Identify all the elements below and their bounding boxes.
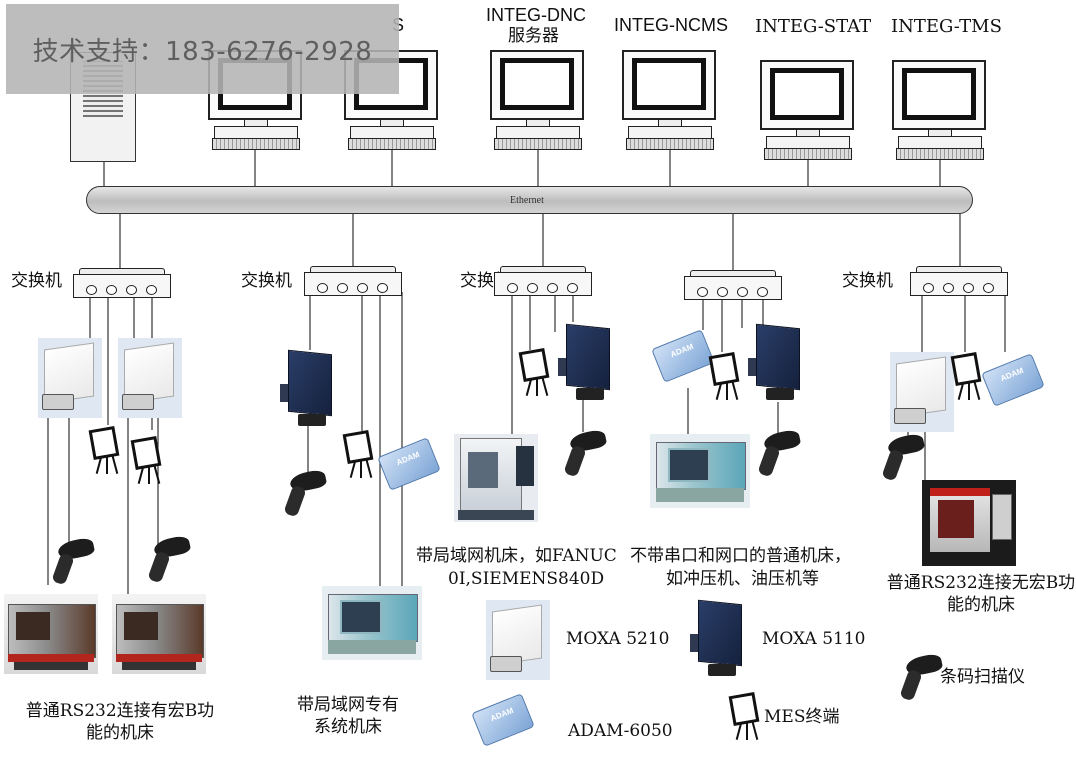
barcode-scanner-icon [50, 536, 96, 586]
barcode-scanner-icon [880, 432, 926, 482]
legend-label-scanner: 条码扫描仪 [940, 667, 1025, 687]
barcode-scanner-icon [562, 428, 608, 478]
legend-label-adam-6050: ADAM-6050 [568, 721, 673, 741]
ethernet-bus [86, 186, 973, 214]
group-label-lan-dedicated: 带局域网专有系统机床 [297, 695, 399, 737]
legend-label-moxa-5210: MOXA 5210 [566, 629, 670, 649]
adam-module-icon: ADAM [980, 350, 1046, 410]
legend-moxa-5110-icon [690, 594, 748, 684]
group-label-no-port-1: 不带串口和网口的普通机床， [630, 546, 851, 566]
adam-module-icon: ADAM [650, 326, 716, 386]
network-switch-icon [494, 266, 592, 296]
server-label-ncms: INTEG-NCMS [614, 15, 728, 35]
server-label-tms: INTEG-TMS [891, 16, 1002, 37]
moxa-5210-icon [38, 338, 102, 418]
turning-center-image [650, 434, 750, 508]
barcode-scanner-icon [146, 534, 192, 584]
barcode-scanner-icon [282, 468, 328, 518]
network-switch-icon [304, 266, 402, 296]
group-label-rs232-no-macro-b: 普通RS232连接无宏B功能的机床 [886, 573, 1076, 615]
server-label-dnc-sub: 服务器 [508, 26, 559, 46]
vertical-machining-center-image [454, 434, 538, 522]
computer-tms-icon [892, 60, 988, 160]
cnc-lathe-image [112, 594, 206, 674]
server-label-stat: INTEG-STAT [755, 16, 872, 37]
turning-center-image [322, 586, 422, 660]
legend-adam-icon: ADAM [470, 690, 536, 750]
computer-ncms-icon [622, 50, 718, 150]
group-label-rs232-macro-b: 普通RS232连接有宏B功能的机床 [25, 701, 215, 743]
network-switch-icon [73, 268, 171, 298]
legend-label-mes: MES终端 [764, 707, 840, 727]
mes-terminal-icon [708, 351, 742, 402]
mes-terminal-icon [342, 429, 376, 480]
mes-terminal-icon [950, 351, 984, 402]
legend-mes-terminal-icon [728, 691, 762, 742]
switch-label: 交换机 [842, 271, 893, 291]
mes-terminal-icon [130, 435, 164, 486]
watermark-banner: 技术支持：183-6276-2928 [6, 4, 399, 94]
moxa-5210-icon [118, 338, 182, 418]
switch-label: 交换机 [11, 271, 62, 291]
moxa-5110-icon [748, 318, 806, 408]
legend-moxa-5210-icon [486, 600, 550, 680]
network-switch-icon [684, 270, 782, 300]
server-label-dnc: INTEG-DNC [486, 5, 586, 25]
mes-terminal-icon [518, 347, 552, 398]
ethernet-label: Ethernet [510, 195, 544, 206]
moxa-5110-icon [280, 344, 338, 434]
switch-label: 交换机 [241, 271, 292, 291]
legend-label-moxa-5110: MOXA 5110 [762, 629, 866, 649]
group-label-lan-fanuc-2: 0I,SIEMENS840D [448, 569, 605, 589]
vertical-machining-center-image [922, 480, 1016, 566]
group-label-no-port-2: 如冲压机、油压机等 [666, 569, 819, 589]
computer-dnc-icon [490, 50, 586, 150]
computer-stat-icon [760, 60, 856, 160]
moxa-5210-icon [890, 352, 954, 432]
watermark-text: 技术支持：183-6276-2928 [32, 36, 373, 67]
adam-module-icon: ADAM [376, 434, 442, 494]
network-switch-icon [910, 266, 1008, 296]
barcode-scanner-icon [756, 428, 802, 478]
legend-barcode-scanner-icon [898, 652, 944, 702]
mes-terminal-icon [88, 425, 122, 476]
moxa-5110-icon [558, 318, 616, 408]
group-label-lan-fanuc-1: 带局域网机床，如FANUC [416, 546, 617, 566]
cnc-lathe-image [4, 594, 98, 674]
